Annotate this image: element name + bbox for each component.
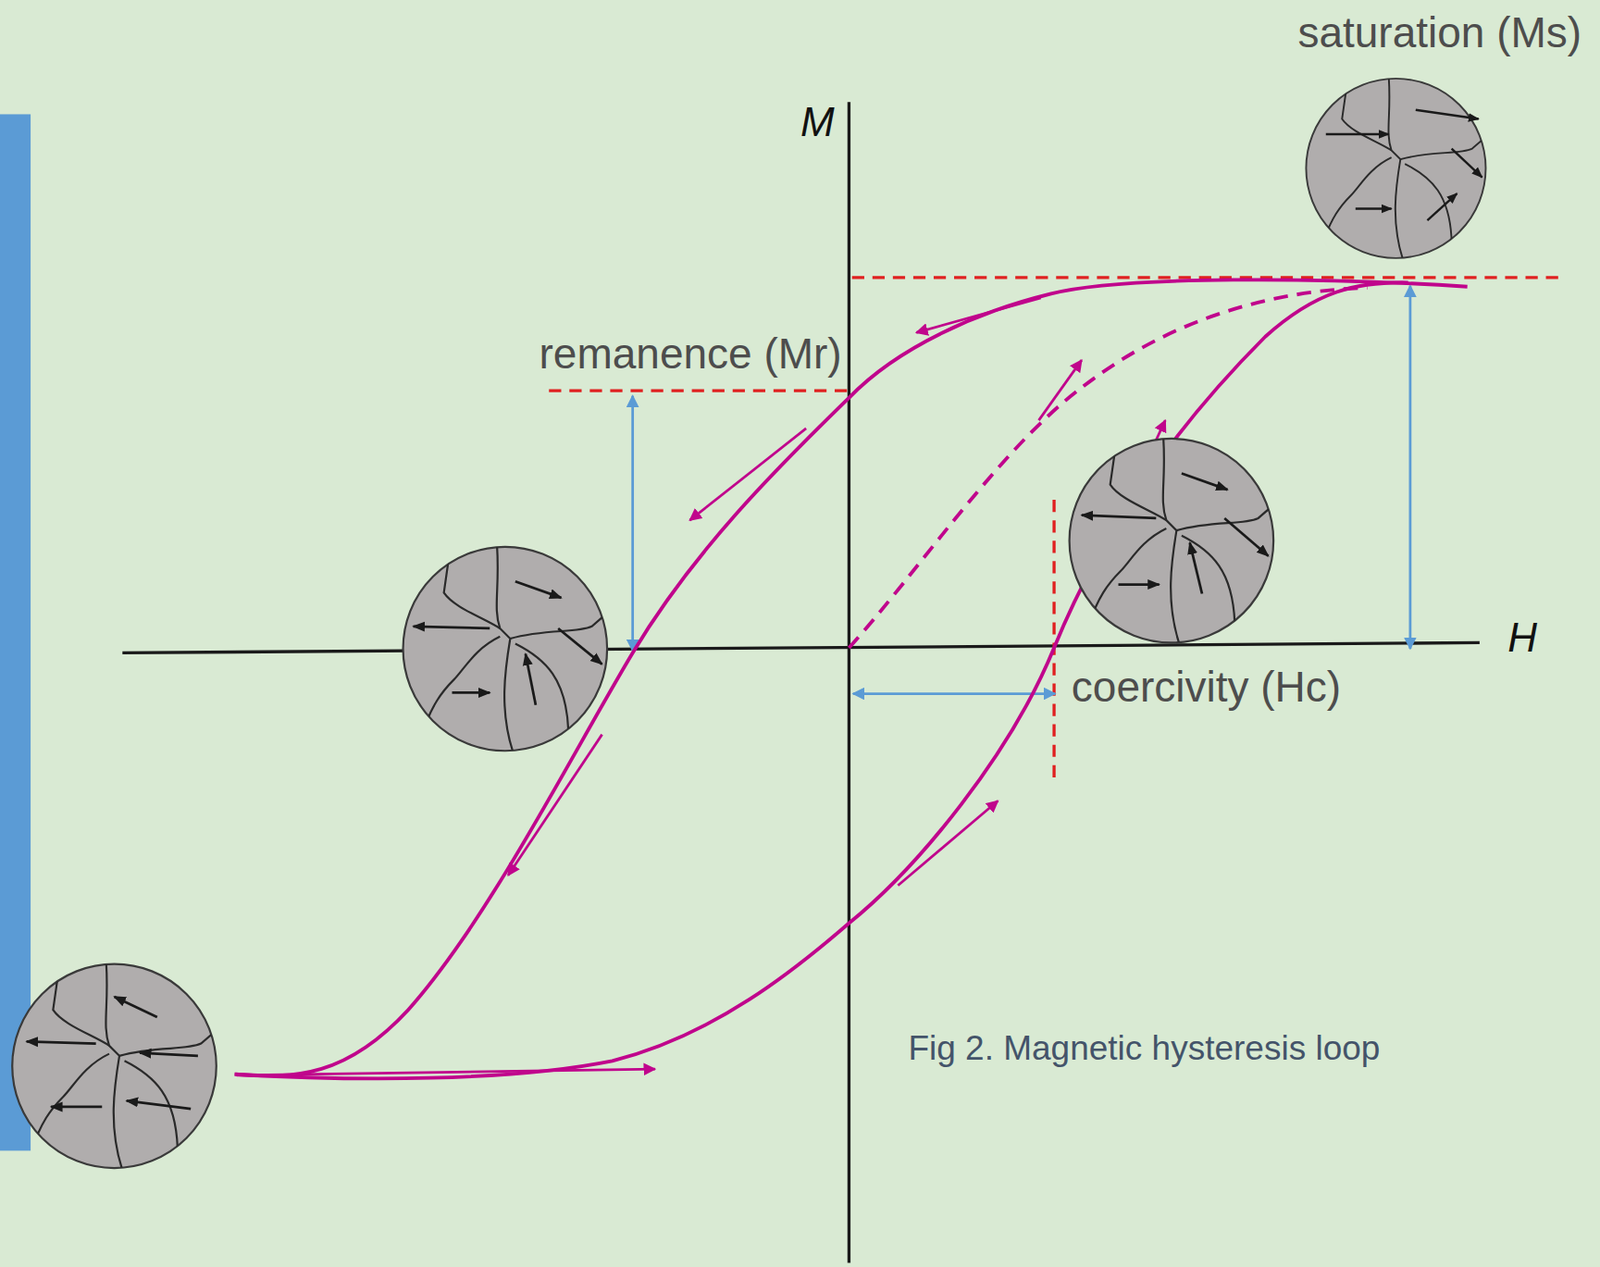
domain-arrows — [413, 581, 603, 705]
quantity-label: remanence (Mr) — [539, 328, 843, 380]
domain-arrow — [413, 626, 491, 629]
domain-arrow — [1355, 207, 1392, 210]
direction-arrow — [689, 428, 807, 521]
hysteresis-curves — [235, 279, 1468, 1079]
direction-arrow — [916, 297, 1042, 333]
domain-arrow — [1451, 148, 1483, 178]
domain-arrow — [525, 654, 536, 706]
coercivity-arrow — [853, 692, 1055, 695]
domain-arrow — [50, 1105, 102, 1109]
domain-arrow — [1426, 193, 1457, 221]
remanence-arrow — [631, 396, 634, 652]
h-axis — [122, 642, 1480, 653]
quantity-label: coercivity (Hc) — [1071, 661, 1341, 713]
grain-negative-saturated — [12, 961, 217, 1170]
grain-remanent — [403, 545, 608, 754]
axis-label: M — [800, 98, 835, 148]
domain-arrow — [1224, 518, 1268, 557]
domain-arrow — [1190, 542, 1203, 594]
grain-boundaries — [1087, 436, 1274, 645]
domain-arrows — [1081, 472, 1269, 594]
direction-arrow — [508, 734, 602, 876]
direction-arrow — [1039, 359, 1082, 421]
domain-arrow — [26, 1041, 97, 1043]
domain-arrow — [1118, 582, 1160, 586]
domain-arrows — [26, 996, 199, 1109]
remanence-guide — [548, 389, 849, 393]
domain-arrow — [139, 1053, 199, 1056]
grain-boundaries — [1322, 76, 1487, 261]
grain-saturated — [1305, 76, 1486, 261]
domain-arrow — [1181, 472, 1228, 490]
direction-arrows — [236, 297, 1166, 1076]
side-bar — [0, 113, 31, 1151]
domain-arrow — [1415, 110, 1479, 120]
direction-arrow — [897, 800, 998, 885]
m-axis — [847, 101, 851, 1263]
grain-boundaries — [30, 961, 217, 1170]
figure-caption: Fig 2. Magnetic hysteresis loop — [907, 1028, 1380, 1069]
descending-branch — [235, 279, 1468, 1076]
domain-arrow — [126, 1100, 191, 1109]
direction-arrow — [236, 1068, 656, 1076]
quantity-label: saturation (Ms) — [1297, 7, 1582, 59]
domain-arrow — [1326, 133, 1390, 136]
initial-curve — [848, 287, 1367, 648]
domain-arrow — [515, 581, 562, 598]
domain-arrow — [451, 691, 490, 695]
axis-label: H — [1507, 613, 1538, 663]
grain-boundaries — [421, 545, 608, 754]
domain-arrow — [1081, 515, 1156, 519]
saturation-arrow — [1409, 285, 1413, 649]
ascending-branch — [235, 282, 1409, 1079]
grain-coercive — [1069, 436, 1275, 645]
domain-arrows — [1326, 110, 1483, 221]
domain-arrow — [114, 996, 158, 1018]
domain-arrow — [558, 628, 602, 665]
